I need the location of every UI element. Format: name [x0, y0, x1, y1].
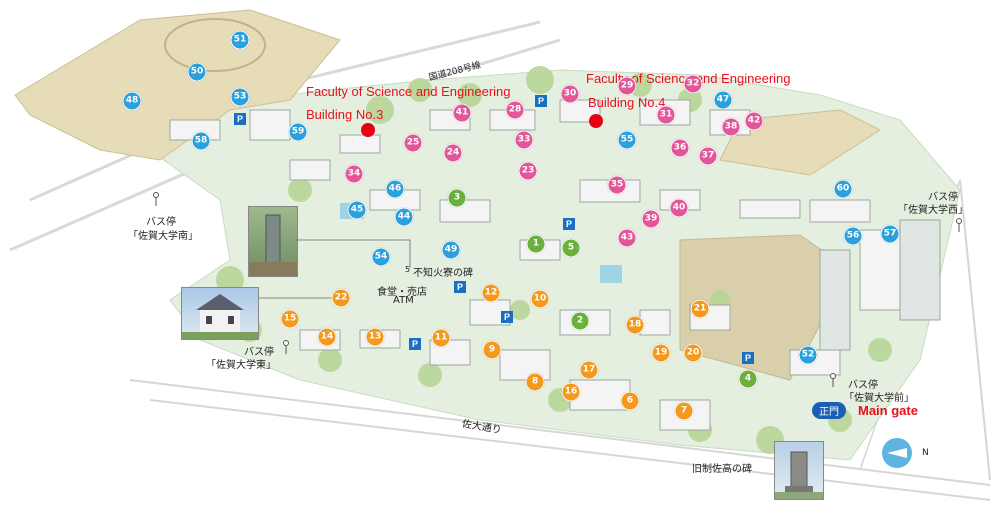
bus-stop-east-label: バス停 — [244, 347, 274, 358]
building-marker[interactable]: 35 — [607, 175, 627, 195]
building-marker[interactable]: 38 — [721, 117, 741, 137]
cafeteria-label: 食堂・売店 — [377, 287, 427, 298]
building-marker[interactable]: 18 — [625, 315, 645, 335]
building-marker[interactable]: 3 — [447, 188, 467, 208]
building-marker[interactable]: 16 — [561, 382, 581, 402]
parking-marker[interactable]: P — [742, 352, 754, 364]
north-label: N — [922, 448, 929, 458]
building-marker[interactable]: 33 — [514, 130, 534, 150]
building-marker[interactable]: 43 — [617, 228, 637, 248]
bus-stop-front-icon — [830, 373, 836, 387]
building-marker[interactable]: 13 — [365, 327, 385, 347]
building-marker[interactable]: 9 — [482, 340, 502, 360]
building3-subtitle: Building No.3 — [306, 107, 384, 122]
building-marker[interactable]: 14 — [317, 327, 337, 347]
bus-stop-south-name: 「佐賀大学南」 — [128, 231, 198, 242]
old-school-monument-label: 旧制佐高の碑 — [692, 464, 752, 475]
building-marker[interactable]: 60 — [833, 179, 853, 199]
building-marker[interactable]: 34 — [344, 164, 364, 184]
atm-label: ATM — [393, 295, 414, 306]
building-marker[interactable]: 15 — [280, 309, 300, 329]
bus-stop-south-label: バス停 — [146, 217, 176, 228]
bus-stop-front-label: バス停 — [848, 380, 878, 391]
building-marker[interactable]: 17 — [579, 360, 599, 380]
building4-subtitle: Building No.4 — [588, 95, 666, 110]
building-marker[interactable]: 11 — [431, 328, 451, 348]
building-marker[interactable]: 23 — [518, 161, 538, 181]
compass — [882, 438, 912, 468]
bus-stop-south-icon — [153, 192, 159, 206]
building-marker[interactable]: 51 — [230, 30, 250, 50]
building-marker[interactable]: 39 — [641, 209, 661, 229]
building-marker[interactable]: 57 — [880, 224, 900, 244]
building3-dot[interactable] — [361, 123, 375, 137]
building-marker[interactable]: 41 — [452, 103, 472, 123]
parking-marker[interactable]: P — [535, 95, 547, 107]
building-marker[interactable]: 46 — [385, 179, 405, 199]
parking-marker[interactable]: P — [501, 311, 513, 323]
building-marker[interactable]: 20 — [683, 343, 703, 363]
building-marker[interactable]: 52 — [798, 345, 818, 365]
building-marker[interactable]: 54 — [371, 247, 391, 267]
bus-stop-west-icon — [956, 218, 962, 232]
monument-photo — [248, 206, 298, 277]
bus-stop-east-name: 「佐賀大学東」 — [206, 360, 276, 371]
building-marker[interactable]: 6 — [620, 391, 640, 411]
building-marker[interactable]: 47 — [713, 90, 733, 110]
main-gate-badge[interactable]: 正門 — [812, 402, 846, 419]
building-marker[interactable]: 42 — [744, 111, 764, 131]
building-marker[interactable]: 30 — [560, 84, 580, 104]
parking-marker[interactable]: P — [409, 338, 421, 350]
building4-dot[interactable] — [589, 114, 603, 128]
compass-arrow-icon — [887, 448, 907, 458]
building-marker[interactable]: 24 — [443, 143, 463, 163]
building-marker[interactable]: 5 — [561, 238, 581, 258]
building-marker[interactable]: 45 — [347, 200, 367, 220]
parking-marker[interactable]: P — [563, 218, 575, 230]
building-marker[interactable]: 56 — [843, 226, 863, 246]
main-gate-label: Main gate — [858, 403, 918, 418]
east-hall-photo — [181, 287, 259, 340]
building-marker[interactable]: 10 — [530, 289, 550, 309]
building-marker[interactable]: 40 — [669, 198, 689, 218]
building-marker[interactable]: 50 — [187, 62, 207, 82]
bus-stop-west-label: バス停 — [928, 192, 958, 203]
building-marker[interactable]: 22 — [331, 288, 351, 308]
building-marker[interactable]: 55 — [617, 130, 637, 150]
building-marker[interactable]: 21 — [690, 299, 710, 319]
building-marker[interactable]: 48 — [122, 91, 142, 111]
building-marker[interactable]: 25 — [403, 133, 423, 153]
bus-stop-west-name: 「佐賀大学西」 — [898, 205, 968, 216]
building-marker[interactable]: 2 — [570, 311, 590, 331]
building-marker[interactable]: 49 — [441, 240, 461, 260]
building-marker[interactable]: 53 — [230, 87, 250, 107]
building-marker[interactable]: 59 — [288, 122, 308, 142]
parking-marker[interactable]: P — [454, 281, 466, 293]
bus-stop-front-name: 「佐賀大学前」 — [844, 393, 914, 404]
shiranui-monument-label: 不知火寮の碑 — [413, 268, 473, 279]
shiranui-number: 5 — [405, 265, 411, 274]
building-marker[interactable]: 36 — [670, 138, 690, 158]
building-marker[interactable]: 44 — [394, 207, 414, 227]
building-marker[interactable]: 28 — [505, 100, 525, 120]
building-marker[interactable]: 4 — [738, 369, 758, 389]
old-school-monument-photo — [774, 441, 824, 500]
building-marker[interactable]: 37 — [698, 146, 718, 166]
parking-marker[interactable]: P — [234, 113, 246, 125]
building-marker[interactable]: 58 — [191, 131, 211, 151]
building3-title: Faculty of Science and Engineering — [306, 84, 511, 99]
building-marker[interactable]: 12 — [481, 283, 501, 303]
bus-stop-east-icon — [283, 340, 289, 354]
building-marker[interactable]: 32 — [683, 74, 703, 94]
building-marker[interactable]: 7 — [674, 401, 694, 421]
building-marker[interactable]: 19 — [651, 343, 671, 363]
building-marker[interactable]: 29 — [617, 76, 637, 96]
building-marker[interactable]: 1 — [526, 234, 546, 254]
building-marker[interactable]: 8 — [525, 372, 545, 392]
building-marker[interactable]: 31 — [656, 105, 676, 125]
